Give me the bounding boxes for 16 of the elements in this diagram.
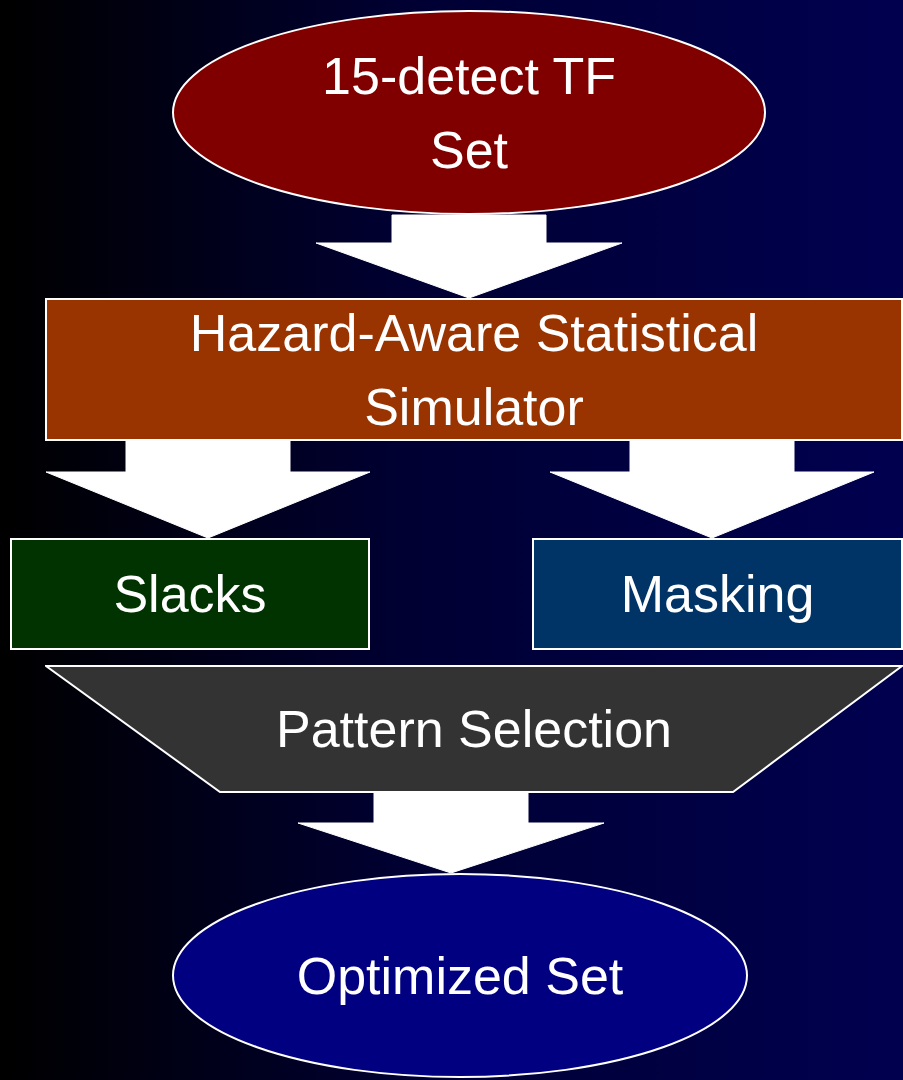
node-label: Hazard-Aware Statistical Simulator	[188, 302, 760, 438]
trapezoid-node	[45, 665, 903, 793]
node-label: Optimized Set	[296, 945, 624, 1007]
process-box	[45, 298, 903, 441]
ellipse-node	[172, 10, 766, 215]
block-arrow	[315, 214, 623, 299]
ellipse-node	[172, 873, 748, 1078]
node-label: Pattern Selection	[276, 699, 672, 760]
block-arrow	[549, 440, 875, 539]
block-arrow	[297, 792, 605, 874]
process-box	[532, 538, 903, 650]
node-label: Masking	[620, 564, 815, 625]
node-label: Slacks	[113, 564, 267, 625]
process-box	[10, 538, 370, 650]
node-label: 15-detect TF Set	[321, 45, 617, 181]
block-arrow	[45, 440, 371, 539]
